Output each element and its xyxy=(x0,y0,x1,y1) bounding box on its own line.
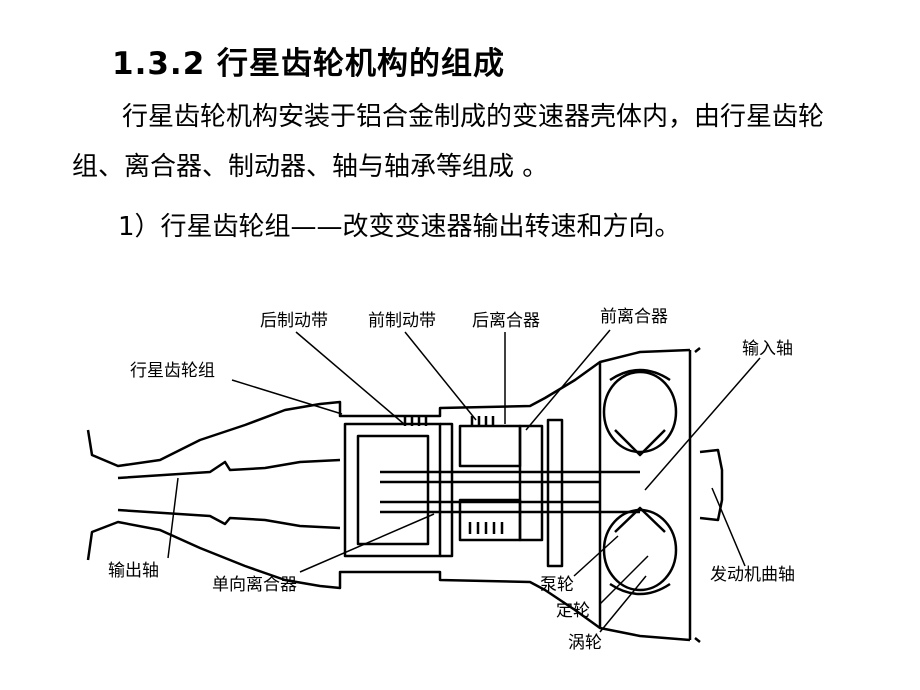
label-rear-brake-band: 后制动带 xyxy=(260,311,328,331)
label-input-shaft: 输入轴 xyxy=(742,339,793,359)
label-front-brake-band: 前制动带 xyxy=(368,311,436,331)
label-output-shaft: 输出轴 xyxy=(108,561,159,581)
label-pump-wheel: 泵轮 xyxy=(540,575,574,595)
label-rear-clutch: 后离合器 xyxy=(472,311,540,331)
list-item-planetary: 1）行星齿轮组——改变变速器输出转速和方向。 xyxy=(118,212,681,242)
label-crankshaft: 发动机曲轴 xyxy=(710,565,795,585)
label-stator: 定轮 xyxy=(556,601,590,621)
label-planetary-gear-set: 行星齿轮组 xyxy=(130,361,215,381)
label-one-way-clutch: 单向离合器 xyxy=(212,575,297,595)
transmission-diagram: 后制动带 前制动带 后离合器 前离合器 行星齿轮组 输入轴 输出轴 单向离合器 … xyxy=(86,307,795,653)
body-paragraph: 行星齿轮机构安装于铝合金制成的变速器壳体内，由行星齿轮组、离合器、制动器、轴与轴… xyxy=(72,102,825,182)
label-turbine: 涡轮 xyxy=(568,633,602,653)
section-heading: 1.3.2 行星齿轮机构的组成 xyxy=(112,46,506,82)
label-front-clutch: 前离合器 xyxy=(600,307,668,327)
